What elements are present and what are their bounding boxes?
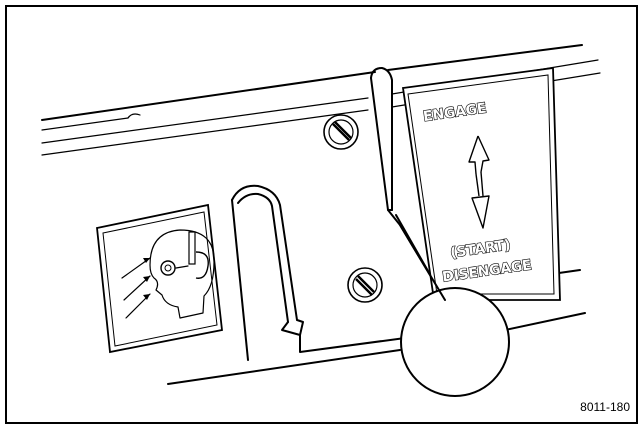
double-arrow-icon — [468, 135, 490, 229]
head-icon — [149, 229, 215, 319]
detail-circle — [399, 224, 510, 397]
figure-reference: 8011-180 — [580, 400, 630, 414]
engage-placard: ENGAGE (START) DISENGAGE — [401, 66, 561, 301]
sound-arrows-icon — [121, 257, 151, 319]
lower-screw — [347, 267, 383, 303]
ear-protection-decal — [96, 203, 223, 354]
upper-screw — [323, 114, 359, 150]
bracket-slot — [231, 184, 304, 361]
